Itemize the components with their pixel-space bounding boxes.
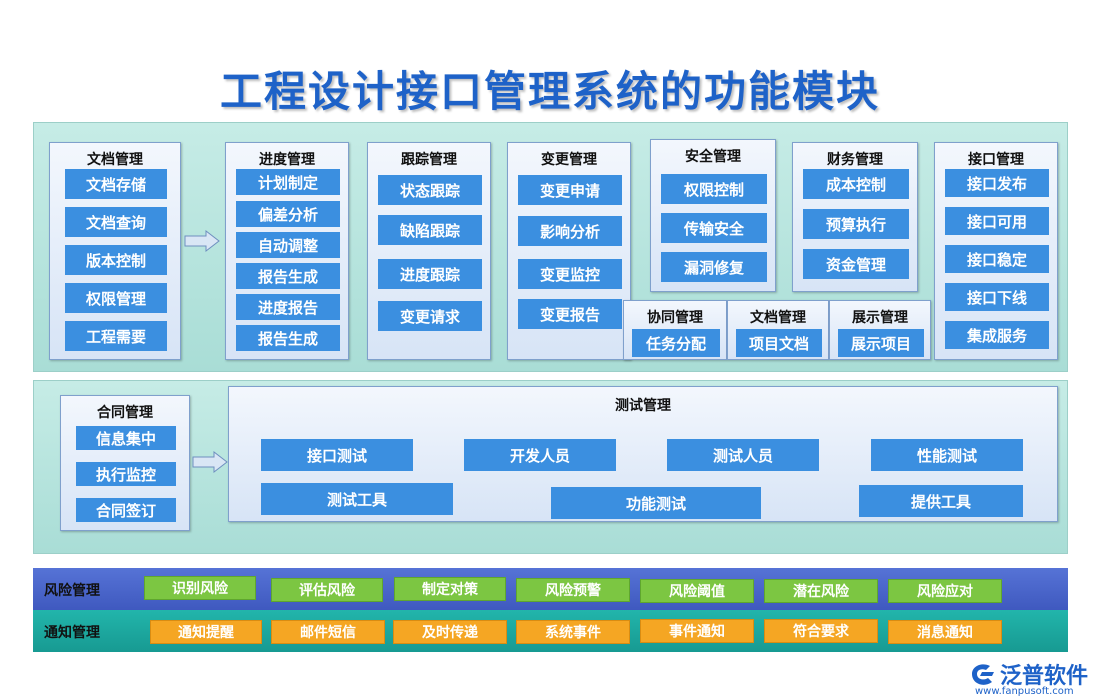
notify-item-reminder[interactable]: 通知提醒 bbox=[150, 620, 262, 644]
item-interface-publish[interactable]: 接口发布 bbox=[945, 169, 1049, 197]
item-tester[interactable]: 测试人员 bbox=[667, 439, 819, 471]
module-interface-title: 接口管理 bbox=[968, 152, 1024, 168]
item-change-apply[interactable]: 变更申请 bbox=[518, 175, 622, 205]
module-collab-title: 协同管理 bbox=[647, 310, 703, 326]
notify-item-email-sms[interactable]: 邮件短信 bbox=[271, 620, 385, 644]
item-project-doc[interactable]: 项目文档 bbox=[736, 329, 822, 357]
module-doc-small-title: 文档管理 bbox=[750, 310, 806, 326]
item-change-request[interactable]: 变更请求 bbox=[378, 301, 482, 331]
notify-item-message[interactable]: 消息通知 bbox=[888, 620, 1002, 644]
notify-item-timely[interactable]: 及时传递 bbox=[393, 620, 507, 644]
item-status-track[interactable]: 状态跟踪 bbox=[378, 175, 482, 205]
risk-label: 风险管理 bbox=[44, 583, 100, 599]
item-progress-track[interactable]: 进度跟踪 bbox=[378, 259, 482, 289]
item-budget-exec[interactable]: 预算执行 bbox=[803, 209, 909, 239]
module-contract: 合同管理 信息集中 执行监控 合同签订 bbox=[60, 395, 190, 531]
module-collab: 协同管理 任务分配 bbox=[623, 300, 727, 360]
item-interface-offline[interactable]: 接口下线 bbox=[945, 283, 1049, 311]
module-doc: 文档管理 文档存储 文档查询 版本控制 权限管理 工程需要 bbox=[49, 142, 181, 360]
module-doc-small: 文档管理 项目文档 bbox=[727, 300, 829, 360]
item-vuln-fix[interactable]: 漏洞修复 bbox=[661, 252, 767, 282]
module-progress: 进度管理 计划制定 偏差分析 自动调整 报告生成 进度报告 报告生成 bbox=[225, 142, 349, 360]
risk-item-response[interactable]: 风险应对 bbox=[888, 579, 1002, 603]
notify-item-compliance[interactable]: 符合要求 bbox=[764, 619, 878, 643]
module-display: 展示管理 展示项目 bbox=[829, 300, 931, 360]
item-integration-service[interactable]: 集成服务 bbox=[945, 321, 1049, 349]
item-auto-adjust[interactable]: 自动调整 bbox=[236, 232, 340, 258]
notify-item-event-notice[interactable]: 事件通知 bbox=[640, 619, 754, 643]
item-contract-sign[interactable]: 合同签订 bbox=[76, 498, 176, 522]
item-defect-track[interactable]: 缺陷跟踪 bbox=[378, 215, 482, 245]
logo-url: www.fanpusoft.com bbox=[975, 686, 1074, 697]
item-doc-query[interactable]: 文档查询 bbox=[65, 207, 167, 237]
module-change-title: 变更管理 bbox=[541, 152, 597, 168]
item-test-tool[interactable]: 测试工具 bbox=[261, 483, 453, 515]
module-doc-title: 文档管理 bbox=[87, 152, 143, 168]
item-report-gen-2[interactable]: 报告生成 bbox=[236, 325, 340, 351]
item-deviation[interactable]: 偏差分析 bbox=[236, 201, 340, 227]
fanpu-logo-icon bbox=[972, 664, 994, 685]
item-exec-monitor[interactable]: 执行监控 bbox=[76, 462, 176, 486]
risk-item-potential[interactable]: 潜在风险 bbox=[764, 579, 878, 603]
module-progress-title: 进度管理 bbox=[259, 152, 315, 168]
item-interface-available[interactable]: 接口可用 bbox=[945, 207, 1049, 235]
item-plan[interactable]: 计划制定 bbox=[236, 169, 340, 195]
module-test-title: 测试管理 bbox=[615, 398, 671, 414]
item-interface-stable[interactable]: 接口稳定 bbox=[945, 245, 1049, 273]
item-engineering-need[interactable]: 工程需要 bbox=[65, 321, 167, 351]
item-info-centralize[interactable]: 信息集中 bbox=[76, 426, 176, 450]
item-report-gen-1[interactable]: 报告生成 bbox=[236, 263, 340, 289]
logo-name: 泛普软件 bbox=[1000, 664, 1089, 689]
item-transfer-security[interactable]: 传输安全 bbox=[661, 213, 767, 243]
module-change: 变更管理 变更申请 影响分析 变更监控 变更报告 bbox=[507, 142, 631, 360]
item-cost-control[interactable]: 成本控制 bbox=[803, 169, 909, 199]
item-provide-tool[interactable]: 提供工具 bbox=[859, 485, 1023, 517]
item-change-monitor[interactable]: 变更监控 bbox=[518, 259, 622, 289]
item-task-assign[interactable]: 任务分配 bbox=[632, 329, 720, 357]
module-finance-title: 财务管理 bbox=[827, 152, 883, 168]
arrow-right-icon bbox=[192, 451, 228, 473]
item-impact-analysis[interactable]: 影响分析 bbox=[518, 216, 622, 246]
module-finance: 财务管理 成本控制 预算执行 资金管理 bbox=[792, 142, 918, 292]
module-security: 安全管理 权限控制 传输安全 漏洞修复 bbox=[650, 139, 776, 292]
item-interface-test[interactable]: 接口测试 bbox=[261, 439, 413, 471]
notify-label: 通知管理 bbox=[44, 625, 100, 641]
arrow-right-icon bbox=[184, 230, 220, 252]
page-title: 工程设计接口管理系统的功能模块 bbox=[219, 67, 880, 116]
item-fund-mgmt[interactable]: 资金管理 bbox=[803, 249, 909, 279]
notify-item-system-event[interactable]: 系统事件 bbox=[516, 620, 630, 644]
risk-item-threshold[interactable]: 风险阈值 bbox=[640, 579, 754, 603]
item-access-control[interactable]: 权限控制 bbox=[661, 174, 767, 204]
item-function-test[interactable]: 功能测试 bbox=[551, 487, 761, 519]
module-display-title: 展示管理 bbox=[852, 310, 908, 326]
module-test: 测试管理 接口测试 开发人员 测试人员 性能测试 测试工具 功能测试 提供工具 bbox=[228, 386, 1058, 522]
item-version-control[interactable]: 版本控制 bbox=[65, 245, 167, 275]
module-security-title: 安全管理 bbox=[685, 149, 741, 165]
risk-item-strategy[interactable]: 制定对策 bbox=[394, 577, 506, 601]
item-change-report[interactable]: 变更报告 bbox=[518, 299, 622, 329]
item-performance-test[interactable]: 性能测试 bbox=[871, 439, 1023, 471]
module-contract-title: 合同管理 bbox=[97, 405, 153, 421]
risk-item-warning[interactable]: 风险预警 bbox=[516, 578, 630, 602]
item-display-project[interactable]: 展示项目 bbox=[838, 329, 924, 357]
item-progress-report[interactable]: 进度报告 bbox=[236, 294, 340, 320]
module-interface: 接口管理 接口发布 接口可用 接口稳定 接口下线 集成服务 bbox=[934, 142, 1058, 360]
item-developer[interactable]: 开发人员 bbox=[464, 439, 616, 471]
risk-item-identify[interactable]: 识别风险 bbox=[144, 576, 256, 600]
item-doc-storage[interactable]: 文档存储 bbox=[65, 169, 167, 199]
risk-item-assess[interactable]: 评估风险 bbox=[271, 578, 383, 602]
module-track: 跟踪管理 状态跟踪 缺陷跟踪 进度跟踪 变更请求 bbox=[367, 142, 491, 360]
item-permission-mgmt[interactable]: 权限管理 bbox=[65, 283, 167, 313]
module-track-title: 跟踪管理 bbox=[401, 152, 457, 168]
